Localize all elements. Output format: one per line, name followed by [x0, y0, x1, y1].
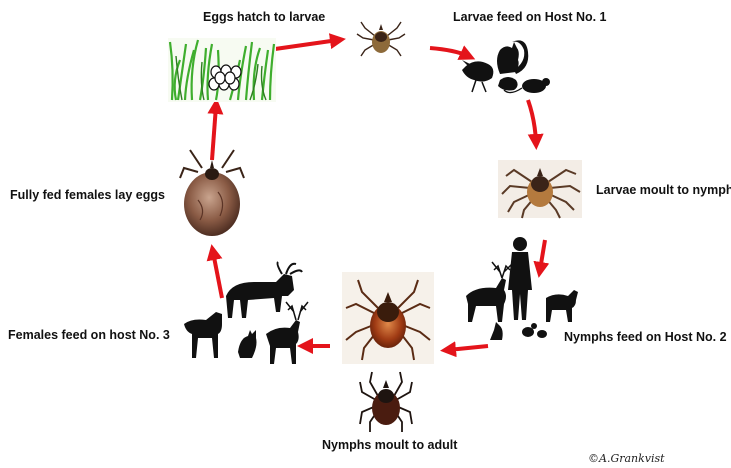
nymph-tick-image — [498, 160, 582, 218]
label-larvae-feed-host1: Larvae feed on Host No. 1 — [453, 10, 607, 24]
central-nymph-image — [342, 272, 434, 364]
larva-tick-image — [357, 22, 405, 56]
host3-large-animals-image — [184, 262, 308, 364]
copyright-credit: ©A.Grankvist — [588, 452, 665, 465]
label-nymphs-feed-host2: Nymphs feed on Host No. 2 — [564, 330, 727, 344]
label-eggs-hatch-to-larvae: Eggs hatch to larvae — [203, 10, 325, 24]
label-females-feed-host3: Females feed on host No. 3 — [8, 328, 170, 342]
arrow-host1-to-moult — [528, 100, 536, 142]
label-larvae-moult-to-nymph: Larvae moult to nymph — [596, 183, 731, 197]
egg-cluster — [209, 65, 241, 90]
arrow-larva-to-host1 — [430, 48, 468, 56]
adult-tick-image — [360, 372, 412, 432]
arrow-moult-to-host2 — [540, 240, 545, 270]
label-females-lay-eggs: Fully fed females lay eggs — [10, 188, 165, 202]
label-nymphs-moult-to-adult: Nymphs moult to adult — [322, 438, 457, 452]
arrow-grass-to-larva — [268, 40, 338, 50]
arrow-host2-to-nymph — [448, 346, 488, 350]
host2-animals-image — [466, 237, 578, 340]
arrow-female-to-eggs — [212, 106, 216, 160]
engorged-female-tick-image — [180, 150, 244, 236]
grass-with-eggs-image — [168, 38, 276, 102]
arrow-host3-to-female — [213, 252, 222, 298]
host1-small-animals-image — [462, 40, 550, 93]
